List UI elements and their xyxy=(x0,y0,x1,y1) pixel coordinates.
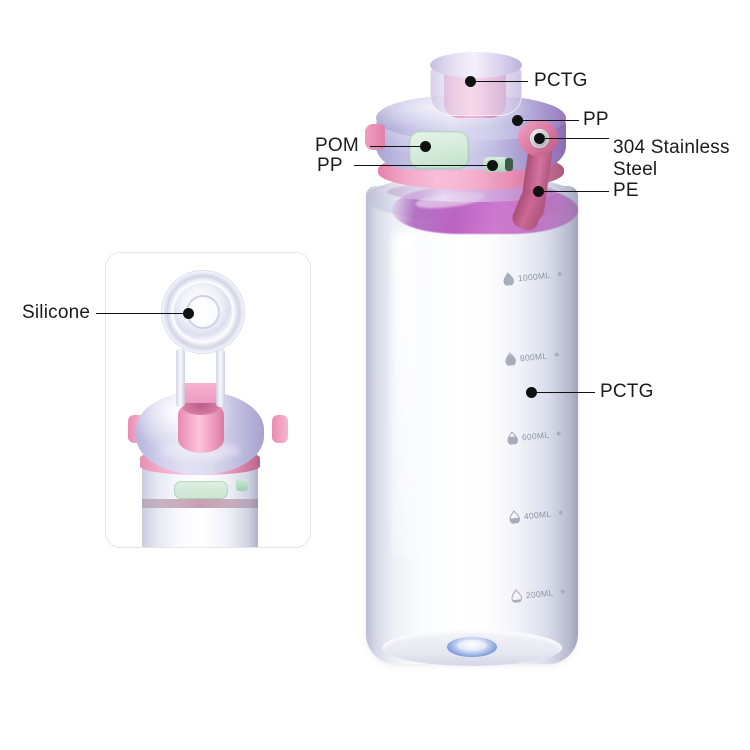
inset-right-tab xyxy=(272,415,288,443)
cap-top-rim xyxy=(430,52,522,78)
callout-dot-pom-button xyxy=(420,141,431,152)
callout-label-pom-button: POM xyxy=(315,135,359,156)
inset-bottle-shadow-band xyxy=(142,499,258,508)
callout-leader-silicone xyxy=(96,313,185,314)
callout-label-pe-handle: PE xyxy=(613,180,639,201)
cap-release-button xyxy=(409,131,469,169)
callout-label-pp-band: PP xyxy=(317,155,343,176)
water-drop-icon xyxy=(505,352,516,366)
volume-mark-label: 400ML xyxy=(523,508,552,521)
callout-dot-pp-dome xyxy=(512,115,523,126)
callout-leader-pom-button xyxy=(370,146,422,147)
volume-tick xyxy=(556,430,561,436)
callout-leader-pp-band xyxy=(354,165,490,166)
water-drop-icon xyxy=(511,589,522,603)
volume-tick xyxy=(558,509,563,515)
callout-label-pp-dome: PP xyxy=(583,109,609,130)
callout-dot-pctg-body xyxy=(526,387,537,398)
water-drop-icon xyxy=(509,510,520,524)
volume-mark-label: 1000ML xyxy=(517,269,551,283)
callout-dot-pp-band xyxy=(487,160,498,171)
inset-lock-latch xyxy=(236,479,248,491)
volume-mark-label: 800ML xyxy=(519,350,548,363)
callout-label-pctg-cap: PCTG xyxy=(534,70,588,91)
inset-detail-panel xyxy=(105,252,311,548)
callout-dot-pctg-cap xyxy=(465,76,476,87)
callout-leader-pe-handle xyxy=(544,191,609,192)
volume-mark-label: 600ML xyxy=(521,429,550,442)
callout-leader-pp-dome xyxy=(523,120,579,121)
callout-label-pctg-body: PCTG xyxy=(600,381,654,402)
volume-mark-label: 200ML xyxy=(525,587,554,600)
inset-spout-opening xyxy=(182,399,220,415)
volume-tick xyxy=(557,271,562,276)
cap-left-tab xyxy=(365,124,385,150)
water-drop-icon xyxy=(503,272,514,286)
water-drop-icon xyxy=(507,431,518,445)
inset-lid-hinge xyxy=(182,383,218,403)
callout-label-silicone: Silicone xyxy=(22,302,91,323)
inset-lid-arm-right xyxy=(216,349,225,407)
bottle-base-center-highlight xyxy=(457,640,487,651)
callout-dot-silicone xyxy=(183,308,194,319)
volume-tick xyxy=(560,588,565,594)
callout-leader-pctg-body xyxy=(537,392,595,393)
bottle-body-highlight xyxy=(392,230,418,560)
callout-dot-pe-handle xyxy=(533,186,544,197)
callout-leader-pctg-cap xyxy=(476,81,528,82)
volume-tick xyxy=(554,351,559,357)
inset-lid-arm-left xyxy=(176,349,185,407)
inset-release-button xyxy=(174,481,228,499)
callout-leader-stainless xyxy=(545,138,609,139)
callout-label-stainless: 304 Stainless Steel xyxy=(613,137,730,180)
callout-dot-stainless xyxy=(534,133,545,144)
